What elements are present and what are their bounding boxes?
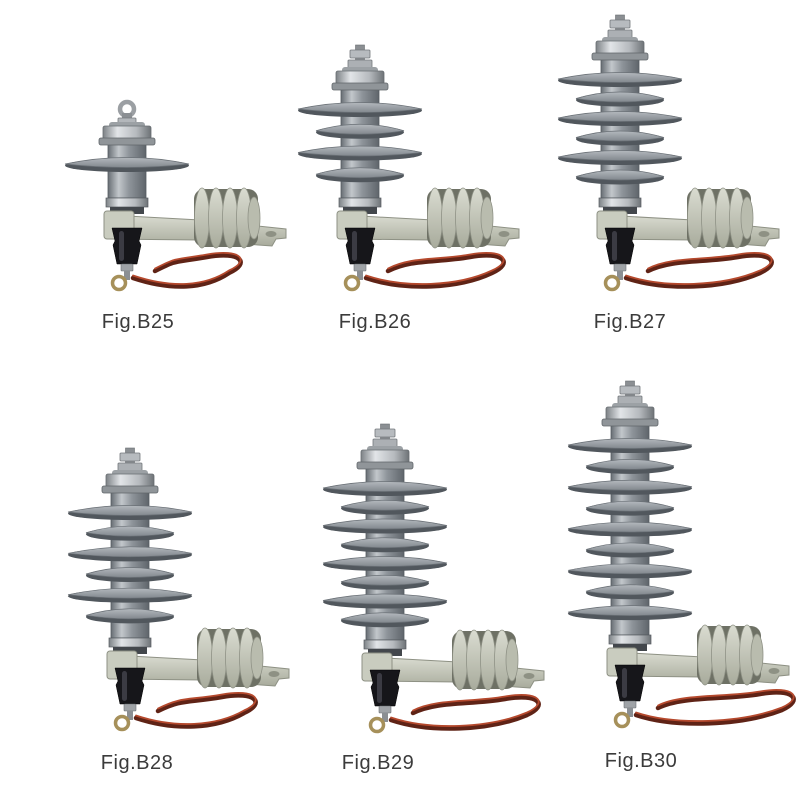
figure-caption-b26: Fig.B26 (338, 311, 412, 333)
top-metal-cap (356, 446, 414, 470)
arrester-illustration (64, 99, 287, 292)
mounting-bracket (361, 629, 545, 691)
housing-sheds (557, 72, 683, 185)
disconnector (613, 664, 646, 729)
figure-art-b27 (545, 13, 795, 298)
top-metal-cap (98, 122, 156, 146)
arrester-illustration (567, 380, 796, 729)
top-stud-terminal (607, 14, 633, 42)
housing-sheds (67, 505, 193, 624)
arrester-illustration (297, 44, 520, 292)
housing-sheds (567, 438, 693, 621)
figure-caption-b28: Fig.B28 (100, 752, 174, 774)
figure-art-b26 (285, 43, 535, 298)
disconnector (368, 669, 401, 734)
arrester-illustration (557, 14, 780, 292)
figure-art-b30 (555, 379, 800, 735)
ground-lead-wire (133, 692, 258, 729)
ground-lead-wire (633, 689, 796, 726)
bracket-bushing (697, 624, 764, 686)
housing-sheds (64, 157, 190, 172)
bracket-bushing (427, 187, 494, 249)
ground-lead-wire (130, 252, 243, 289)
mounting-bracket (596, 187, 780, 249)
figure-caption-b29: Fig.B29 (341, 752, 415, 774)
bracket-bushing (194, 187, 261, 249)
figure-art-b29 (310, 422, 560, 740)
mounting-bracket (106, 627, 290, 689)
figure-art-b25 (52, 98, 302, 298)
top-metal-cap (601, 403, 659, 427)
top-metal-cap (331, 67, 389, 91)
ground-lead-wire (388, 694, 541, 731)
ground-lead-wire (363, 252, 506, 289)
top-metal-cap (101, 470, 159, 494)
housing-sheds (297, 102, 423, 183)
disconnector (113, 667, 146, 732)
top-stud-terminal (347, 44, 373, 72)
ground-lead-wire (623, 252, 774, 289)
bracket-bushing (197, 627, 264, 689)
arrester-illustration (322, 423, 545, 734)
figure-art-b28 (55, 446, 305, 738)
arrester-illustration (67, 447, 290, 732)
housing-sheds (322, 481, 448, 628)
disconnector (110, 227, 143, 292)
bracket-bushing (452, 629, 519, 691)
figure-caption-b30: Fig.B30 (604, 750, 678, 772)
bracket-bushing (687, 187, 754, 249)
figure-caption-b25: Fig.B25 (101, 311, 175, 333)
mounting-bracket (336, 187, 520, 249)
top-metal-cap (591, 37, 649, 61)
disconnector (603, 227, 636, 292)
figure-caption-b27: Fig.B27 (593, 311, 667, 333)
mounting-bracket (606, 624, 790, 686)
disconnector (343, 227, 376, 292)
